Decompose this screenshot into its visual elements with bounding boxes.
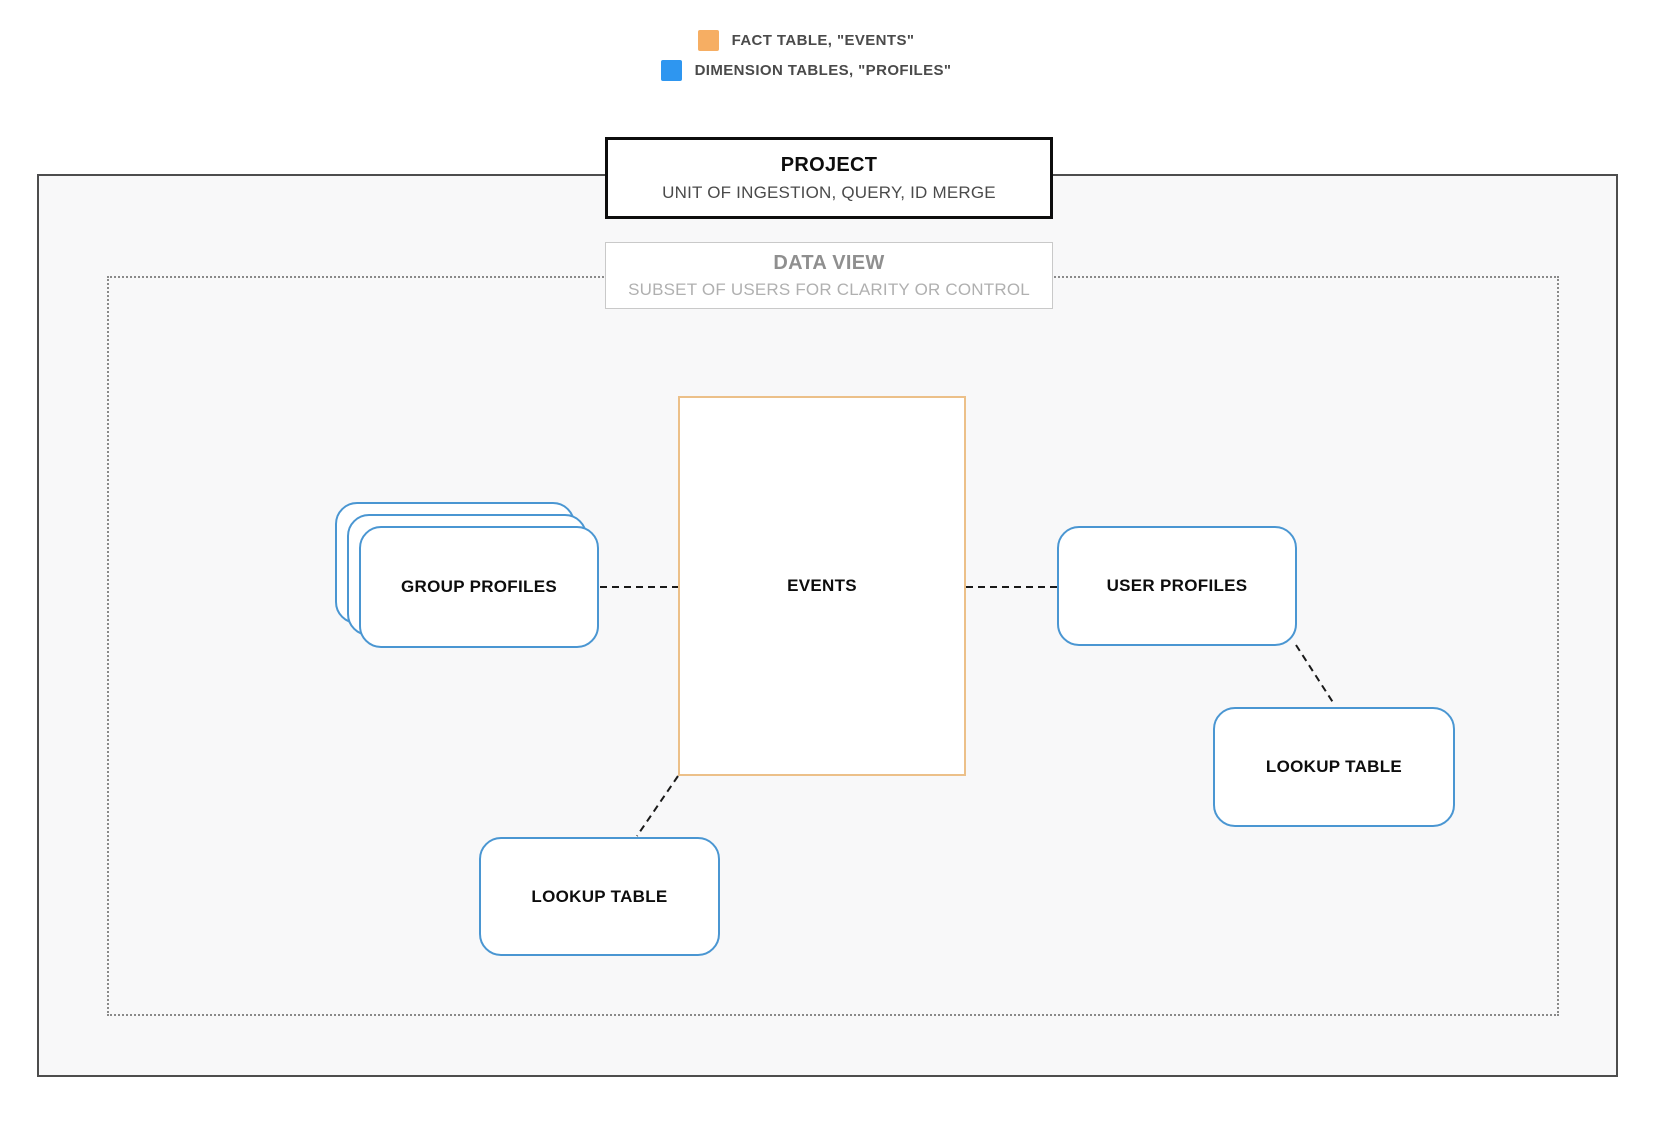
dimension-tables-legend-label: DIMENSION TABLES, "PROFILES" [694,62,952,79]
group-profiles-node: GROUP PROFILES [359,526,599,648]
fact-table-swatch-icon [697,30,719,51]
fact-table-legend-label: FACT TABLE, "EVENTS" [731,32,915,49]
project-subtitle: UNIT OF INGESTION, QUERY, ID MERGE [662,182,996,202]
events-label: EVENTS [787,576,857,595]
group-profiles-label: GROUP PROFILES [401,577,557,596]
data-view-subtitle: SUBSET OF USERS FOR CLARITY OR CONTROL [628,279,1030,299]
legend-item-fact-table: FACT TABLE, "EVENTS" [697,30,915,51]
lookup-table-right-node: LOOKUP TABLE [1213,707,1455,827]
lookup-table-right-label: LOOKUP TABLE [1265,757,1403,776]
data-view-title: DATA VIEW [773,251,885,274]
data-view-header-box: DATA VIEW SUBSET OF USERS FOR CLARITY OR… [605,242,1053,309]
user-profiles-label: USER PROFILES [1106,576,1248,595]
user-profiles-node: USER PROFILES [1057,526,1297,646]
project-header-box: PROJECT UNIT OF INGESTION, QUERY, ID MER… [605,137,1053,219]
events-node: EVENTS [678,396,966,776]
lookup-table-left-node: LOOKUP TABLE [479,837,720,956]
legend-item-dimension-tables: DIMENSION TABLES, "PROFILES" [660,60,952,81]
dimension-tables-swatch-icon [660,60,682,81]
lookup-table-left-label: LOOKUP TABLE [531,886,668,906]
project-title: PROJECT [780,153,878,176]
legend: FACT TABLE, "EVENTS" DIMENSION TABLES, "… [0,30,1612,81]
